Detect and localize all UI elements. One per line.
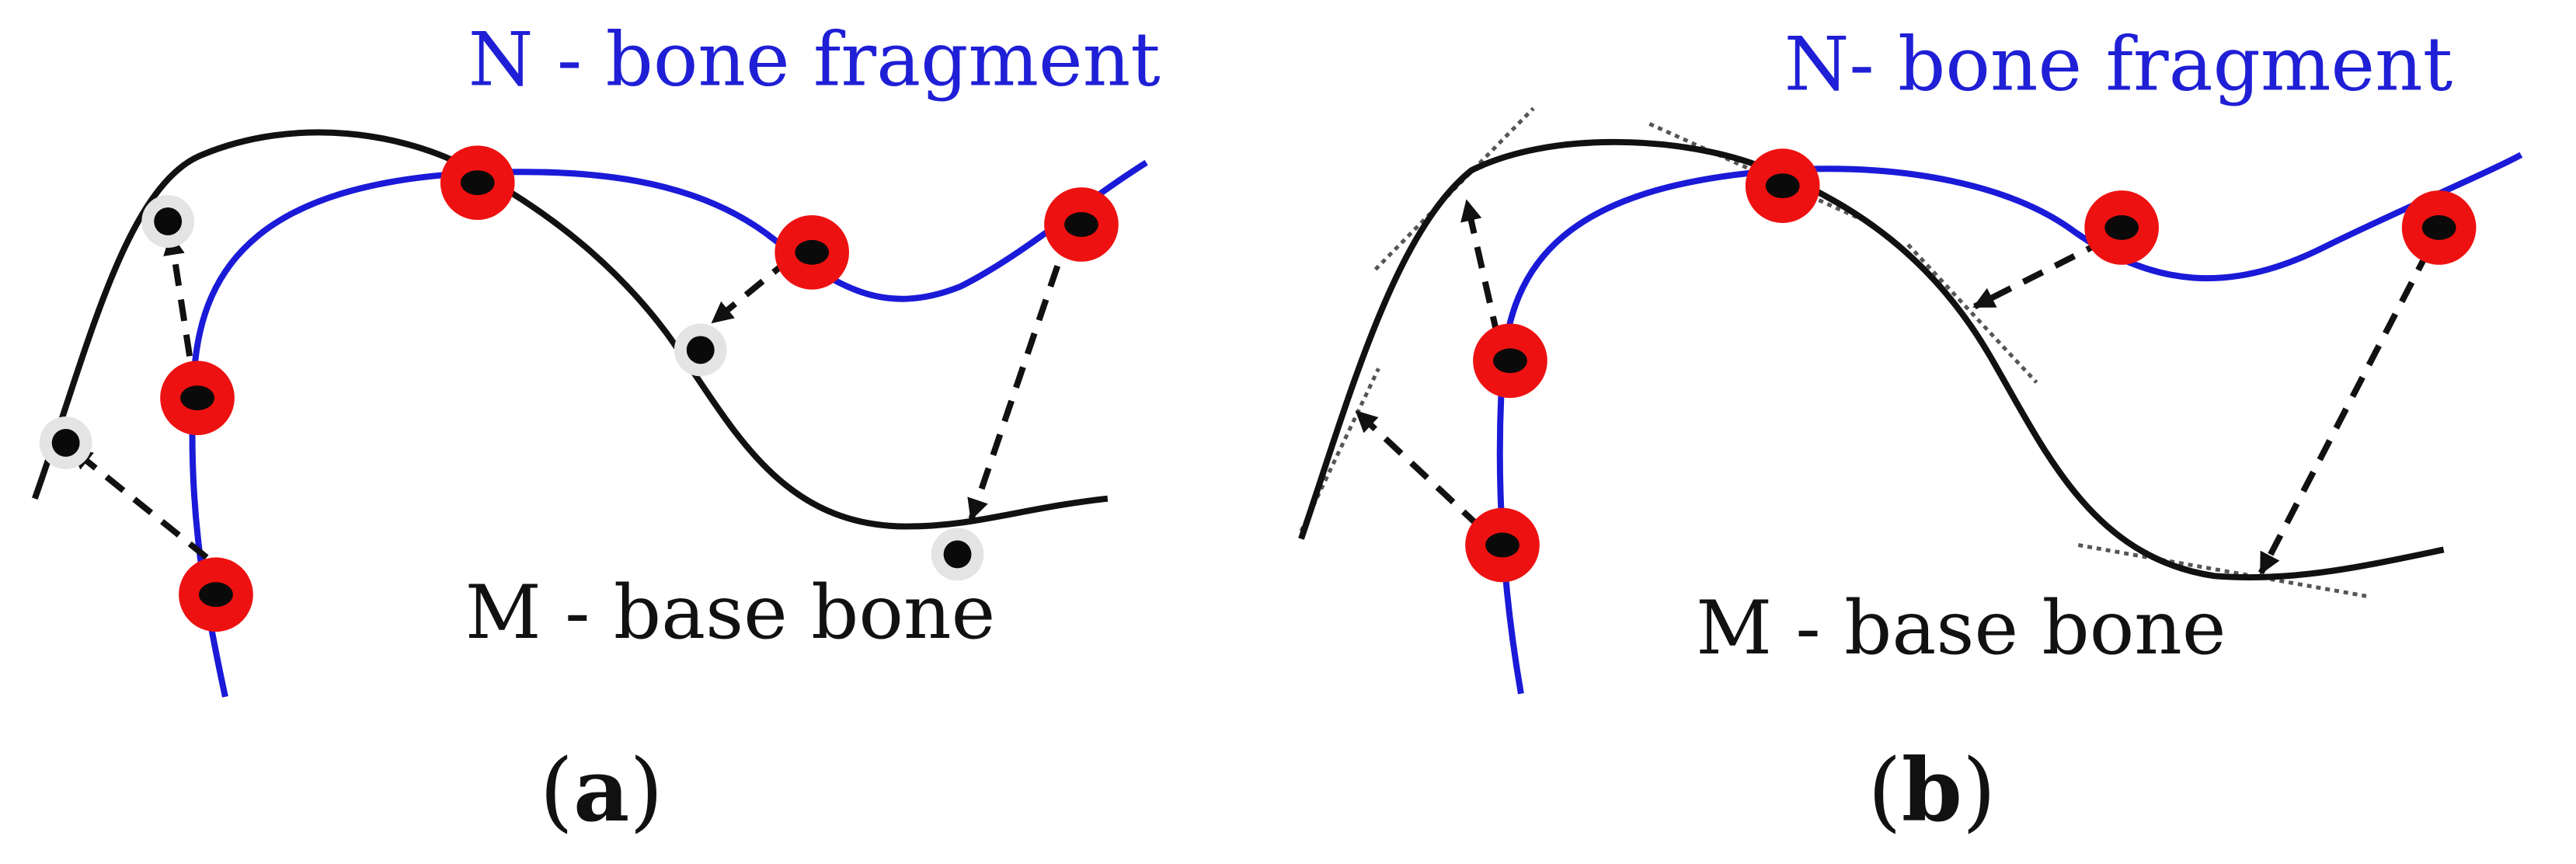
panel-a-fragment-point bbox=[440, 145, 515, 220]
panel-b-fragment-point bbox=[1465, 507, 1540, 583]
panel-a-base-point bbox=[39, 416, 92, 469]
panel-a-base-point bbox=[141, 195, 195, 248]
panel-a-base-bone-curve bbox=[32, 129, 1109, 530]
panel-b: N- bone fragment M - base bone (b) bbox=[1298, 21, 2523, 841]
panel-a-fragment-point bbox=[179, 557, 253, 632]
panel-b-tangent-line bbox=[1648, 122, 1868, 224]
panel-b-caption: (b) bbox=[1868, 740, 1996, 841]
panel-a: N - bone fragment M - base bone (a) bbox=[32, 16, 1161, 841]
panel-b-tangent-line bbox=[1906, 243, 2038, 384]
panel-b-arrow bbox=[2257, 249, 2432, 575]
panel-a-base-point bbox=[674, 323, 727, 377]
panel-b-arrow bbox=[1354, 409, 1481, 529]
panel-b-arrow bbox=[1460, 199, 1501, 339]
panel-b-caption-letter: b bbox=[1902, 740, 1962, 841]
panel-b-base-bone-curve bbox=[1298, 138, 2445, 581]
panel-a-arrow bbox=[163, 233, 193, 357]
panel-b-fragment-point bbox=[2401, 190, 2477, 265]
panel-b-fragment-point bbox=[1745, 148, 1820, 223]
panel-b-arrow bbox=[1972, 237, 2108, 310]
panel-a-fragment-point bbox=[1044, 187, 1119, 262]
panel-b-fragment-curve bbox=[1496, 152, 2523, 695]
panel-a-fragment-label: N - bone fragment bbox=[468, 16, 1161, 103]
panel-b-base-label: M - base bone bbox=[1696, 584, 2226, 671]
panel-a-arrow bbox=[967, 231, 1072, 521]
panel-a-base-point bbox=[931, 528, 984, 581]
panel-b-fragment-point bbox=[2084, 190, 2159, 265]
panel-b-fragment-point bbox=[1473, 323, 1547, 399]
panel-a-arrow bbox=[711, 256, 792, 325]
panel-a-base-label: M - base bone bbox=[465, 569, 995, 656]
panel-a-caption: (a) bbox=[539, 740, 663, 841]
panel-a-fragment-point bbox=[160, 361, 235, 435]
panel-a-arrow bbox=[70, 446, 209, 560]
panel-a-fragment-point bbox=[775, 215, 850, 290]
panel-b-tangent-line bbox=[2077, 543, 2367, 598]
panel-b-fragment-label: N- bone fragment bbox=[1784, 21, 2453, 108]
panel-a-caption-letter: a bbox=[573, 740, 629, 841]
